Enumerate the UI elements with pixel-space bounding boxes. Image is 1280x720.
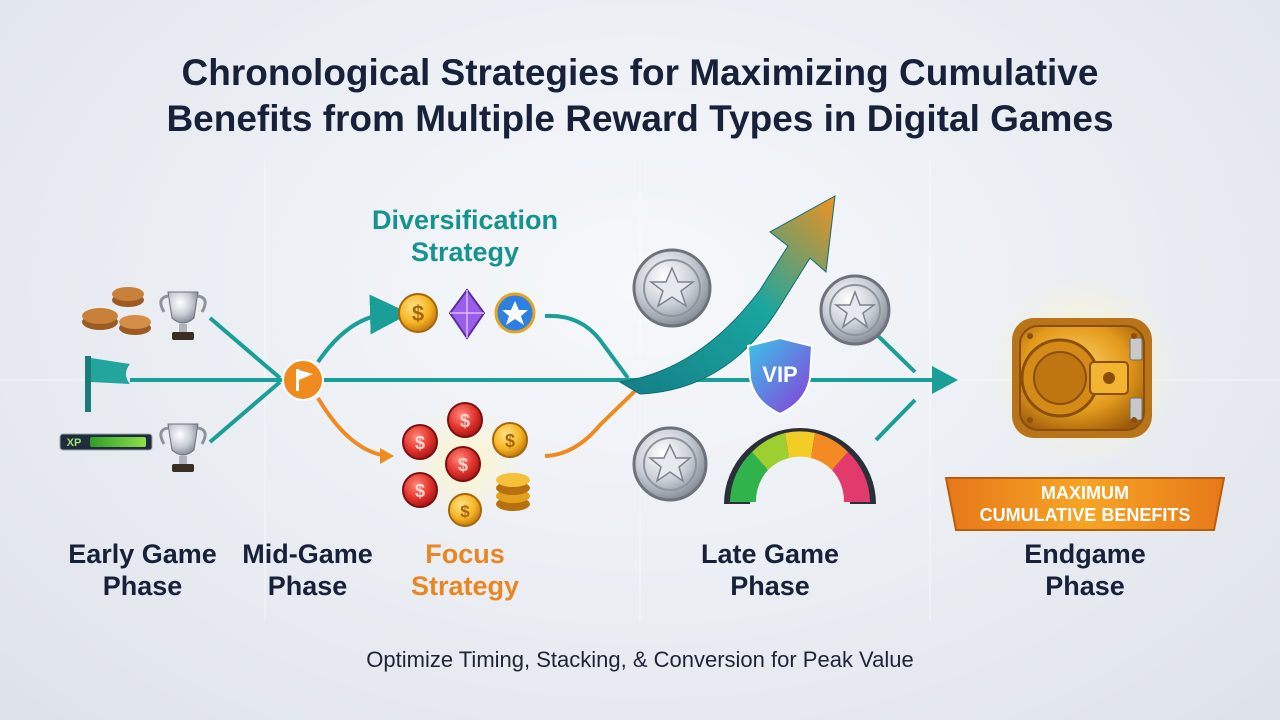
- focus-line-1: Focus: [425, 539, 505, 569]
- gold-coin-icon: $: [448, 493, 482, 527]
- growth-arrow: [618, 195, 836, 395]
- early-bottom-connector: [208, 380, 282, 444]
- phase-mid-line-2: Phase: [267, 571, 348, 601]
- red-coin-icon: $: [402, 424, 438, 460]
- vip-label: VIP: [762, 362, 797, 387]
- blue-star-coin-icon: [494, 292, 536, 334]
- maximum-benefits-banner: MAXIMUM CUMULATIVE BENEFITS: [944, 477, 1226, 531]
- late-top-connector: [870, 328, 917, 374]
- early-top-connector: [208, 316, 282, 380]
- coin-stack-icon: [496, 473, 530, 511]
- coin-stack-icon: [82, 287, 151, 335]
- red-coin-icon: $: [445, 446, 481, 482]
- red-coin-icon: $: [447, 402, 483, 438]
- gold-coin-icon: $: [492, 422, 528, 458]
- phase-endgame-line-2: Phase: [1045, 571, 1125, 601]
- diversification-merge-line: [544, 313, 630, 380]
- diversification-line-1: Diversification: [371, 205, 559, 235]
- svg-text:$: $: [415, 481, 425, 501]
- phase-early-line-2: Phase: [102, 571, 183, 601]
- red-coin-icon: $: [402, 472, 438, 508]
- focus-line-2: Strategy: [410, 571, 520, 601]
- footer-caption: Optimize Timing, Stacking, & Conversion …: [366, 647, 914, 672]
- svg-text:$: $: [458, 455, 468, 475]
- silver-star-coin-icon: [632, 248, 712, 328]
- phase-label-endgame: Endgame Phase: [990, 538, 1180, 602]
- diversification-branch-line: [316, 294, 410, 364]
- phase-label-late: Late Game Phase: [670, 538, 870, 602]
- phase-endgame-line-1: Endgame: [1024, 539, 1146, 569]
- banner-line-1: MAXIMUM: [1041, 483, 1129, 503]
- purple-gem-icon: [448, 288, 486, 340]
- vip-shield-icon: VIP: [746, 336, 814, 416]
- flag-icon: [85, 356, 130, 412]
- svg-text:$: $: [460, 502, 470, 521]
- focus-arrowhead: [380, 448, 394, 464]
- title-line-1: Chronological Strategies for Maximizing …: [181, 52, 1099, 93]
- phase-late-line-2: Phase: [730, 571, 810, 601]
- trophy-icon: [159, 423, 207, 472]
- phase-label-early: Early Game Phase: [50, 538, 235, 602]
- trophy-icon: [159, 291, 207, 340]
- main-arrowhead: [932, 366, 958, 394]
- svg-text:$: $: [460, 411, 470, 431]
- svg-text:$: $: [505, 431, 515, 451]
- phase-early-line-1: Early Game: [68, 539, 217, 569]
- phase-label-mid: Mid-Game Phase: [230, 538, 385, 602]
- xp-bar-icon: XP: [59, 433, 153, 451]
- xp-label: XP: [67, 437, 82, 449]
- late-bottom-connector: [874, 398, 917, 442]
- focus-strategy-label: Focus Strategy: [360, 538, 570, 602]
- diversification-strategy-label: Diversification Strategy: [330, 204, 600, 268]
- silver-star-coin-icon: [819, 274, 891, 346]
- svg-text:$: $: [412, 301, 424, 326]
- gold-coin-icon: $: [398, 293, 438, 333]
- vault-icon: [989, 274, 1181, 466]
- rainbow-gauge-icon: [724, 428, 876, 504]
- mid-game-node-icon: [282, 359, 324, 401]
- banner-line-2: CUMULATIVE BENEFITS: [980, 505, 1191, 525]
- diversification-line-2: Strategy: [410, 237, 520, 267]
- silver-star-coin-icon: [632, 426, 708, 502]
- title-line-2: Benefits from Multiple Reward Types in D…: [166, 98, 1114, 139]
- phase-mid-line-1: Mid-Game: [242, 539, 373, 569]
- focus-branch-line: [316, 396, 389, 458]
- page-title: Chronological Strategies for Maximizing …: [40, 50, 1240, 142]
- phase-late-line-1: Late Game: [700, 539, 840, 569]
- svg-text:$: $: [415, 433, 425, 453]
- focus-merge-line: [544, 388, 638, 458]
